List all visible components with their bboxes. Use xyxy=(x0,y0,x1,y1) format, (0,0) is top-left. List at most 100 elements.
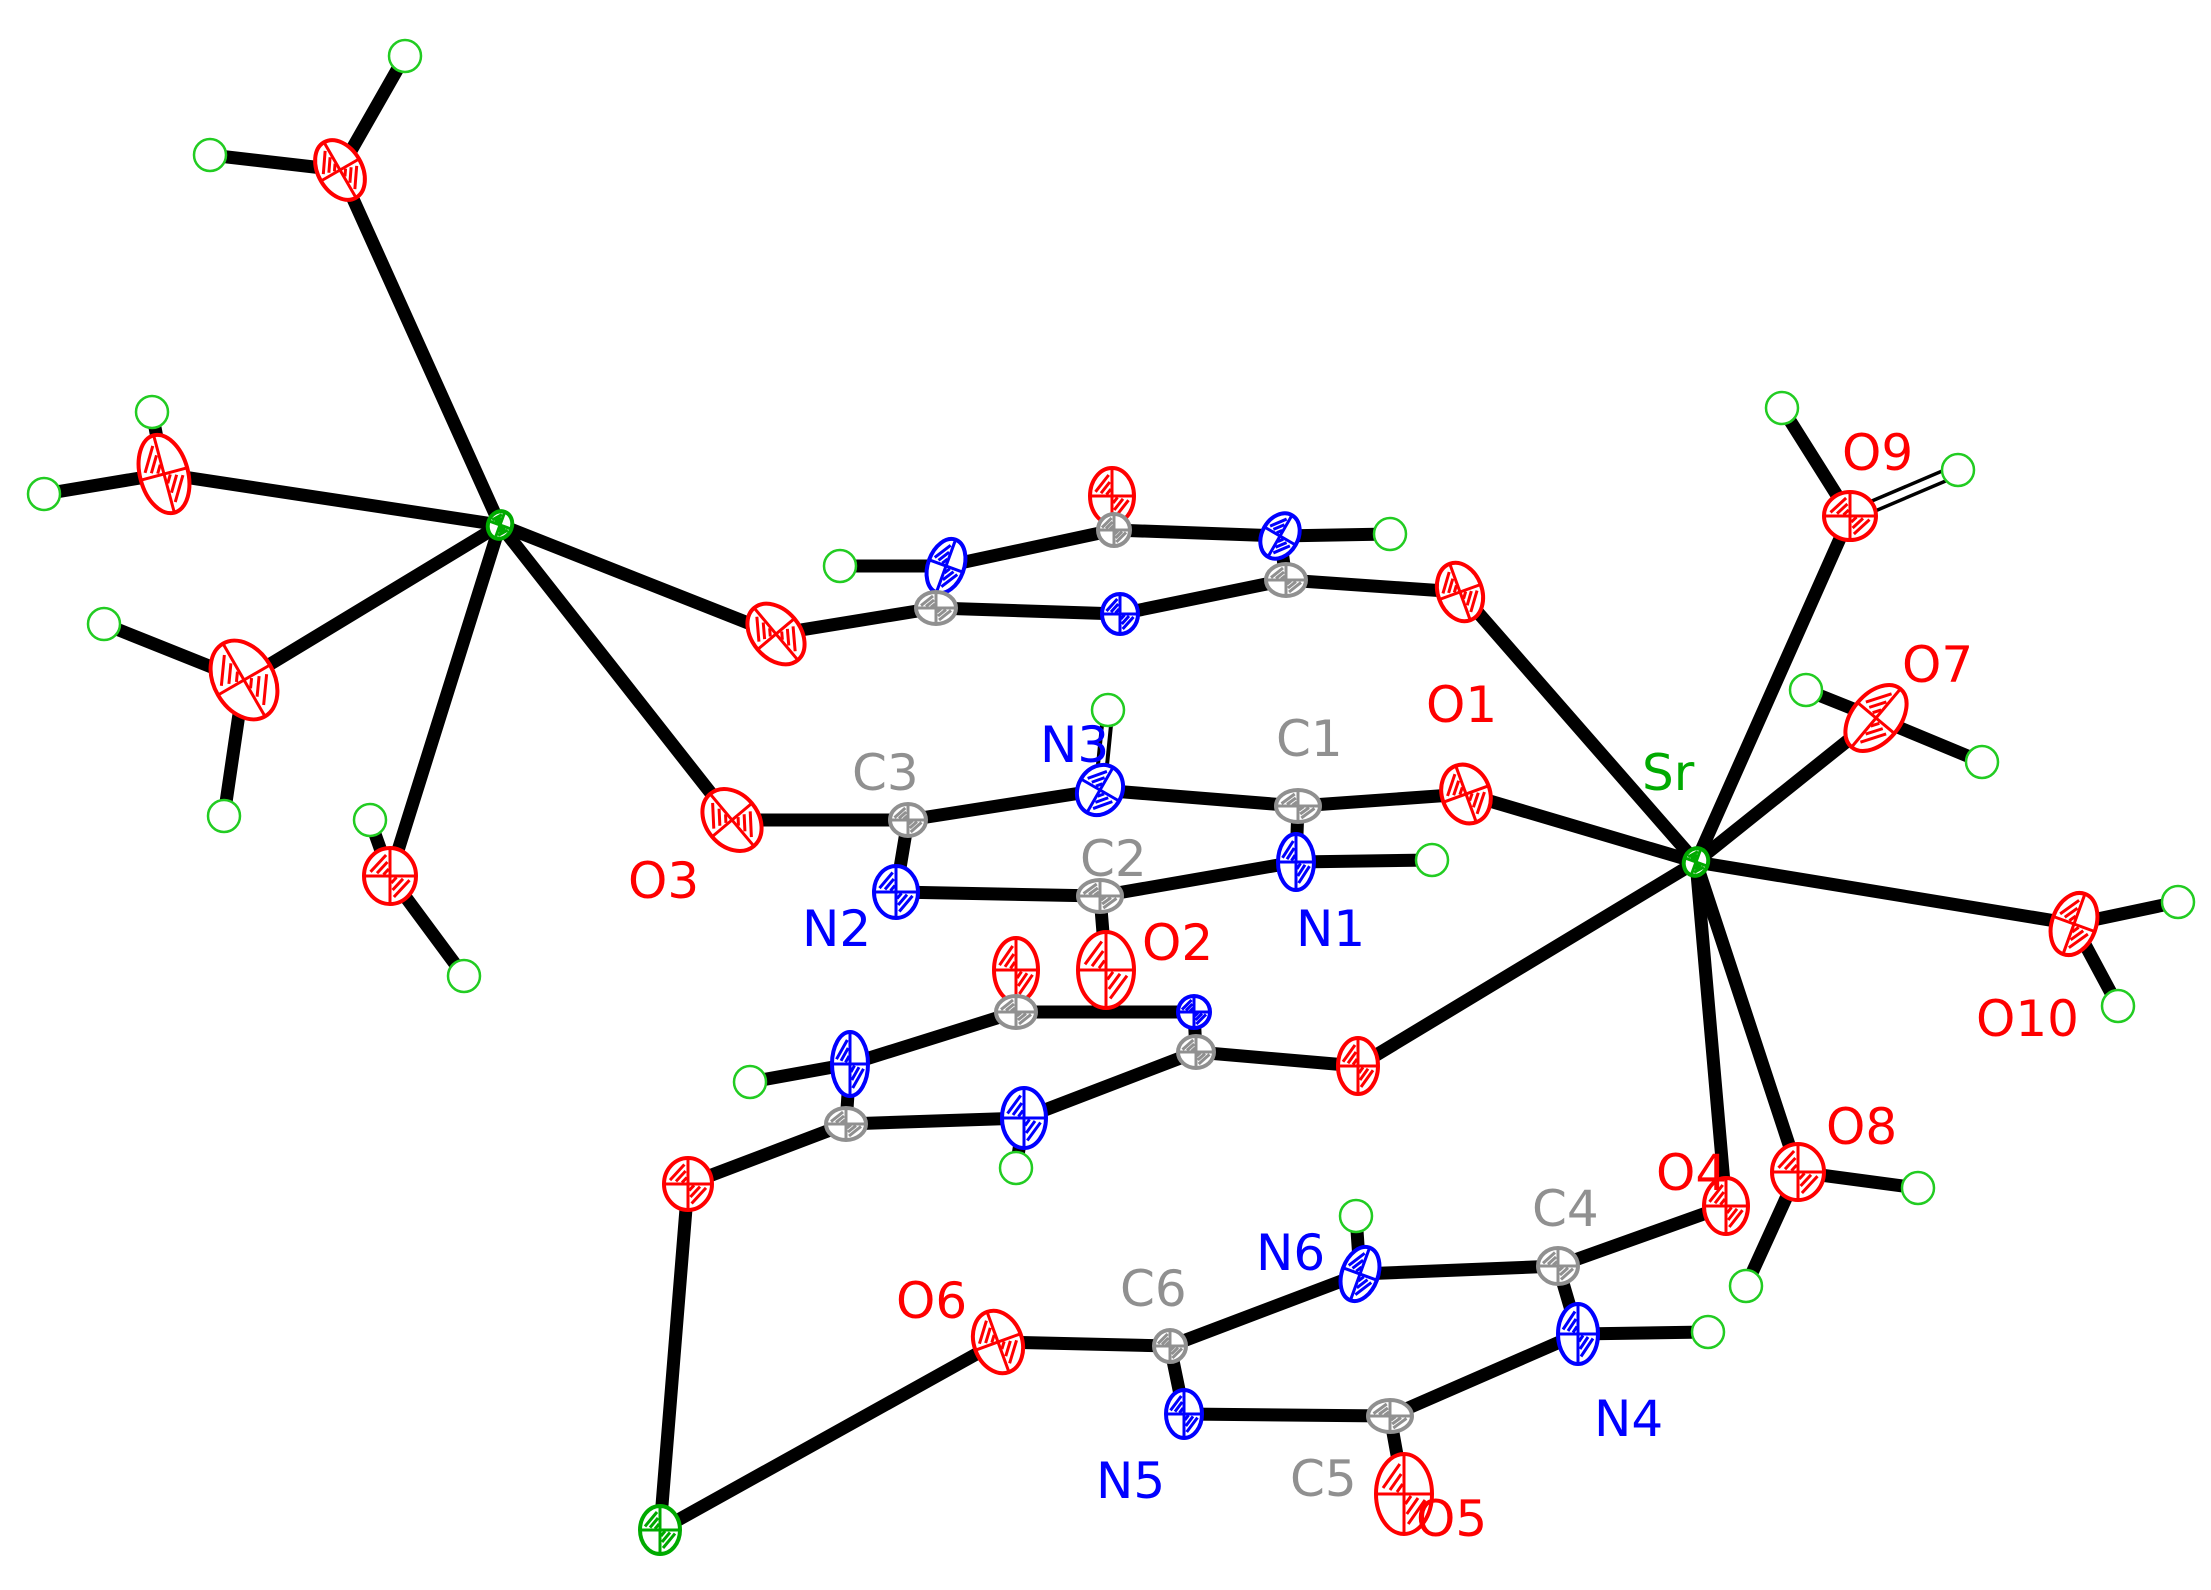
octant-hatch xyxy=(780,631,784,640)
octant-hatch xyxy=(1113,529,1120,536)
octant-hatch xyxy=(1097,959,1106,969)
ellipsoid-axis xyxy=(752,606,800,662)
octant-hatch xyxy=(938,609,952,622)
octant-hatch xyxy=(1017,1109,1025,1118)
label-c2: C2 xyxy=(1080,830,1147,888)
octant-hatch xyxy=(1447,578,1455,594)
octant-hatch xyxy=(497,528,509,537)
octant-hatch xyxy=(680,1176,688,1184)
octant-hatch xyxy=(895,892,903,900)
label-o1: O1 xyxy=(1426,676,1497,734)
octant-hatch xyxy=(902,814,909,821)
octant-hatch xyxy=(898,810,908,820)
atom-ow1 xyxy=(313,138,367,202)
bond-n4-c5 xyxy=(1383,1327,1585,1423)
octant-hatch xyxy=(1186,1042,1196,1052)
bond-cd-nd xyxy=(843,1005,1023,1071)
octant-hatch xyxy=(1406,1499,1427,1525)
octant-hatch xyxy=(883,878,895,891)
octant-hatch xyxy=(1018,973,1034,995)
octant-hatch xyxy=(1183,1414,1190,1421)
octant-hatch xyxy=(1023,1118,1031,1127)
label-sr: Sr xyxy=(1642,744,1695,802)
bond-na-cc xyxy=(939,523,1121,573)
octant-hatch xyxy=(1160,1336,1170,1346)
octant-hatch xyxy=(689,1185,702,1199)
atom-c1 xyxy=(1274,788,1322,824)
octant-hatch xyxy=(1727,1207,1739,1221)
atom-ca xyxy=(914,590,958,626)
octant-hatch xyxy=(1719,1198,1727,1206)
atom-ng xyxy=(1176,994,1212,1030)
hydrogen-sphere xyxy=(1338,1198,1374,1234)
octant-hatch xyxy=(761,622,767,640)
octant-hatch xyxy=(173,474,185,503)
octant-hatch xyxy=(1297,865,1311,884)
octant-hatch xyxy=(343,168,348,177)
octant-hatch xyxy=(1299,806,1310,816)
bond-srl-ow4 xyxy=(383,518,507,883)
hydrogen-sphere xyxy=(1728,1268,1764,1304)
octant-hatch xyxy=(851,1068,865,1089)
octant-hatch xyxy=(1000,1341,1006,1350)
octant-hatch xyxy=(1404,1495,1413,1505)
octant-hatch xyxy=(1842,508,1850,516)
octant-hatch xyxy=(937,608,947,618)
label-o7: O7 xyxy=(1902,636,1973,694)
octant-hatch xyxy=(835,1114,845,1124)
octant-hatch xyxy=(1185,1416,1199,1433)
label-n5: N5 xyxy=(1096,1452,1165,1510)
octant-hatch xyxy=(1346,1051,1358,1065)
octant-hatch xyxy=(1196,1052,1206,1062)
bond-cb-ob xyxy=(1279,573,1467,599)
ellipsoid-axis xyxy=(493,511,507,539)
octant-hatch xyxy=(990,1334,996,1343)
octant-hatch xyxy=(1290,854,1297,862)
ellipsoid-axis xyxy=(985,1311,1011,1373)
octant-hatch xyxy=(1546,1255,1558,1266)
label-n6: N6 xyxy=(1256,1224,1325,1282)
label-layer: Sr O1 O2 O3 O4 O5 O6 O7 O8 O9 O10 N1 N2 … xyxy=(628,424,2079,1548)
atom-oa xyxy=(745,601,807,667)
hydrogen-sphere xyxy=(1414,842,1450,878)
label-o10: O10 xyxy=(1976,990,2079,1048)
octant-hatch xyxy=(893,806,907,819)
atom-ob xyxy=(1434,560,1486,624)
atom-n6 xyxy=(1338,1244,1382,1304)
octant-hatch xyxy=(1015,970,1023,979)
octant-hatch xyxy=(1471,792,1480,808)
octant-hatch xyxy=(940,573,959,588)
octant-hatch xyxy=(390,876,398,885)
octant-hatch xyxy=(1468,792,1474,802)
octant-hatch xyxy=(1097,792,1105,798)
octant-hatch xyxy=(724,814,728,823)
atom-o7 xyxy=(1843,683,1909,753)
octant-hatch xyxy=(1195,1051,1202,1058)
octant-hatch xyxy=(1390,1415,1397,1422)
bond-o6-c6 xyxy=(991,1335,1177,1353)
atom-sr3 xyxy=(638,1504,682,1556)
octant-hatch xyxy=(785,628,791,646)
octant-hatch xyxy=(1713,1191,1725,1205)
atom-cb xyxy=(1264,562,1308,598)
bond-cf-ne xyxy=(839,1111,1031,1131)
octant-hatch xyxy=(1106,971,1115,981)
octant-hatch xyxy=(1872,708,1882,715)
hydrogen-sphere xyxy=(206,798,242,834)
atom-h4 xyxy=(1690,1314,1726,1350)
octant-hatch xyxy=(1000,998,1014,1011)
atom-ow4 xyxy=(362,846,418,906)
octant-hatch xyxy=(1300,807,1316,820)
octant-hatch xyxy=(1441,571,1451,594)
octant-hatch xyxy=(1274,541,1288,549)
hydrogen-sphere xyxy=(1372,516,1408,552)
octant-hatch xyxy=(1852,518,1871,536)
octant-hatch xyxy=(1108,974,1129,1000)
atom-hw8a xyxy=(1728,1268,1764,1304)
octant-hatch xyxy=(1355,1265,1363,1273)
octant-hatch xyxy=(1195,1013,1208,1026)
octant-hatch xyxy=(1107,972,1122,990)
hydrogen-sphere xyxy=(26,476,62,512)
